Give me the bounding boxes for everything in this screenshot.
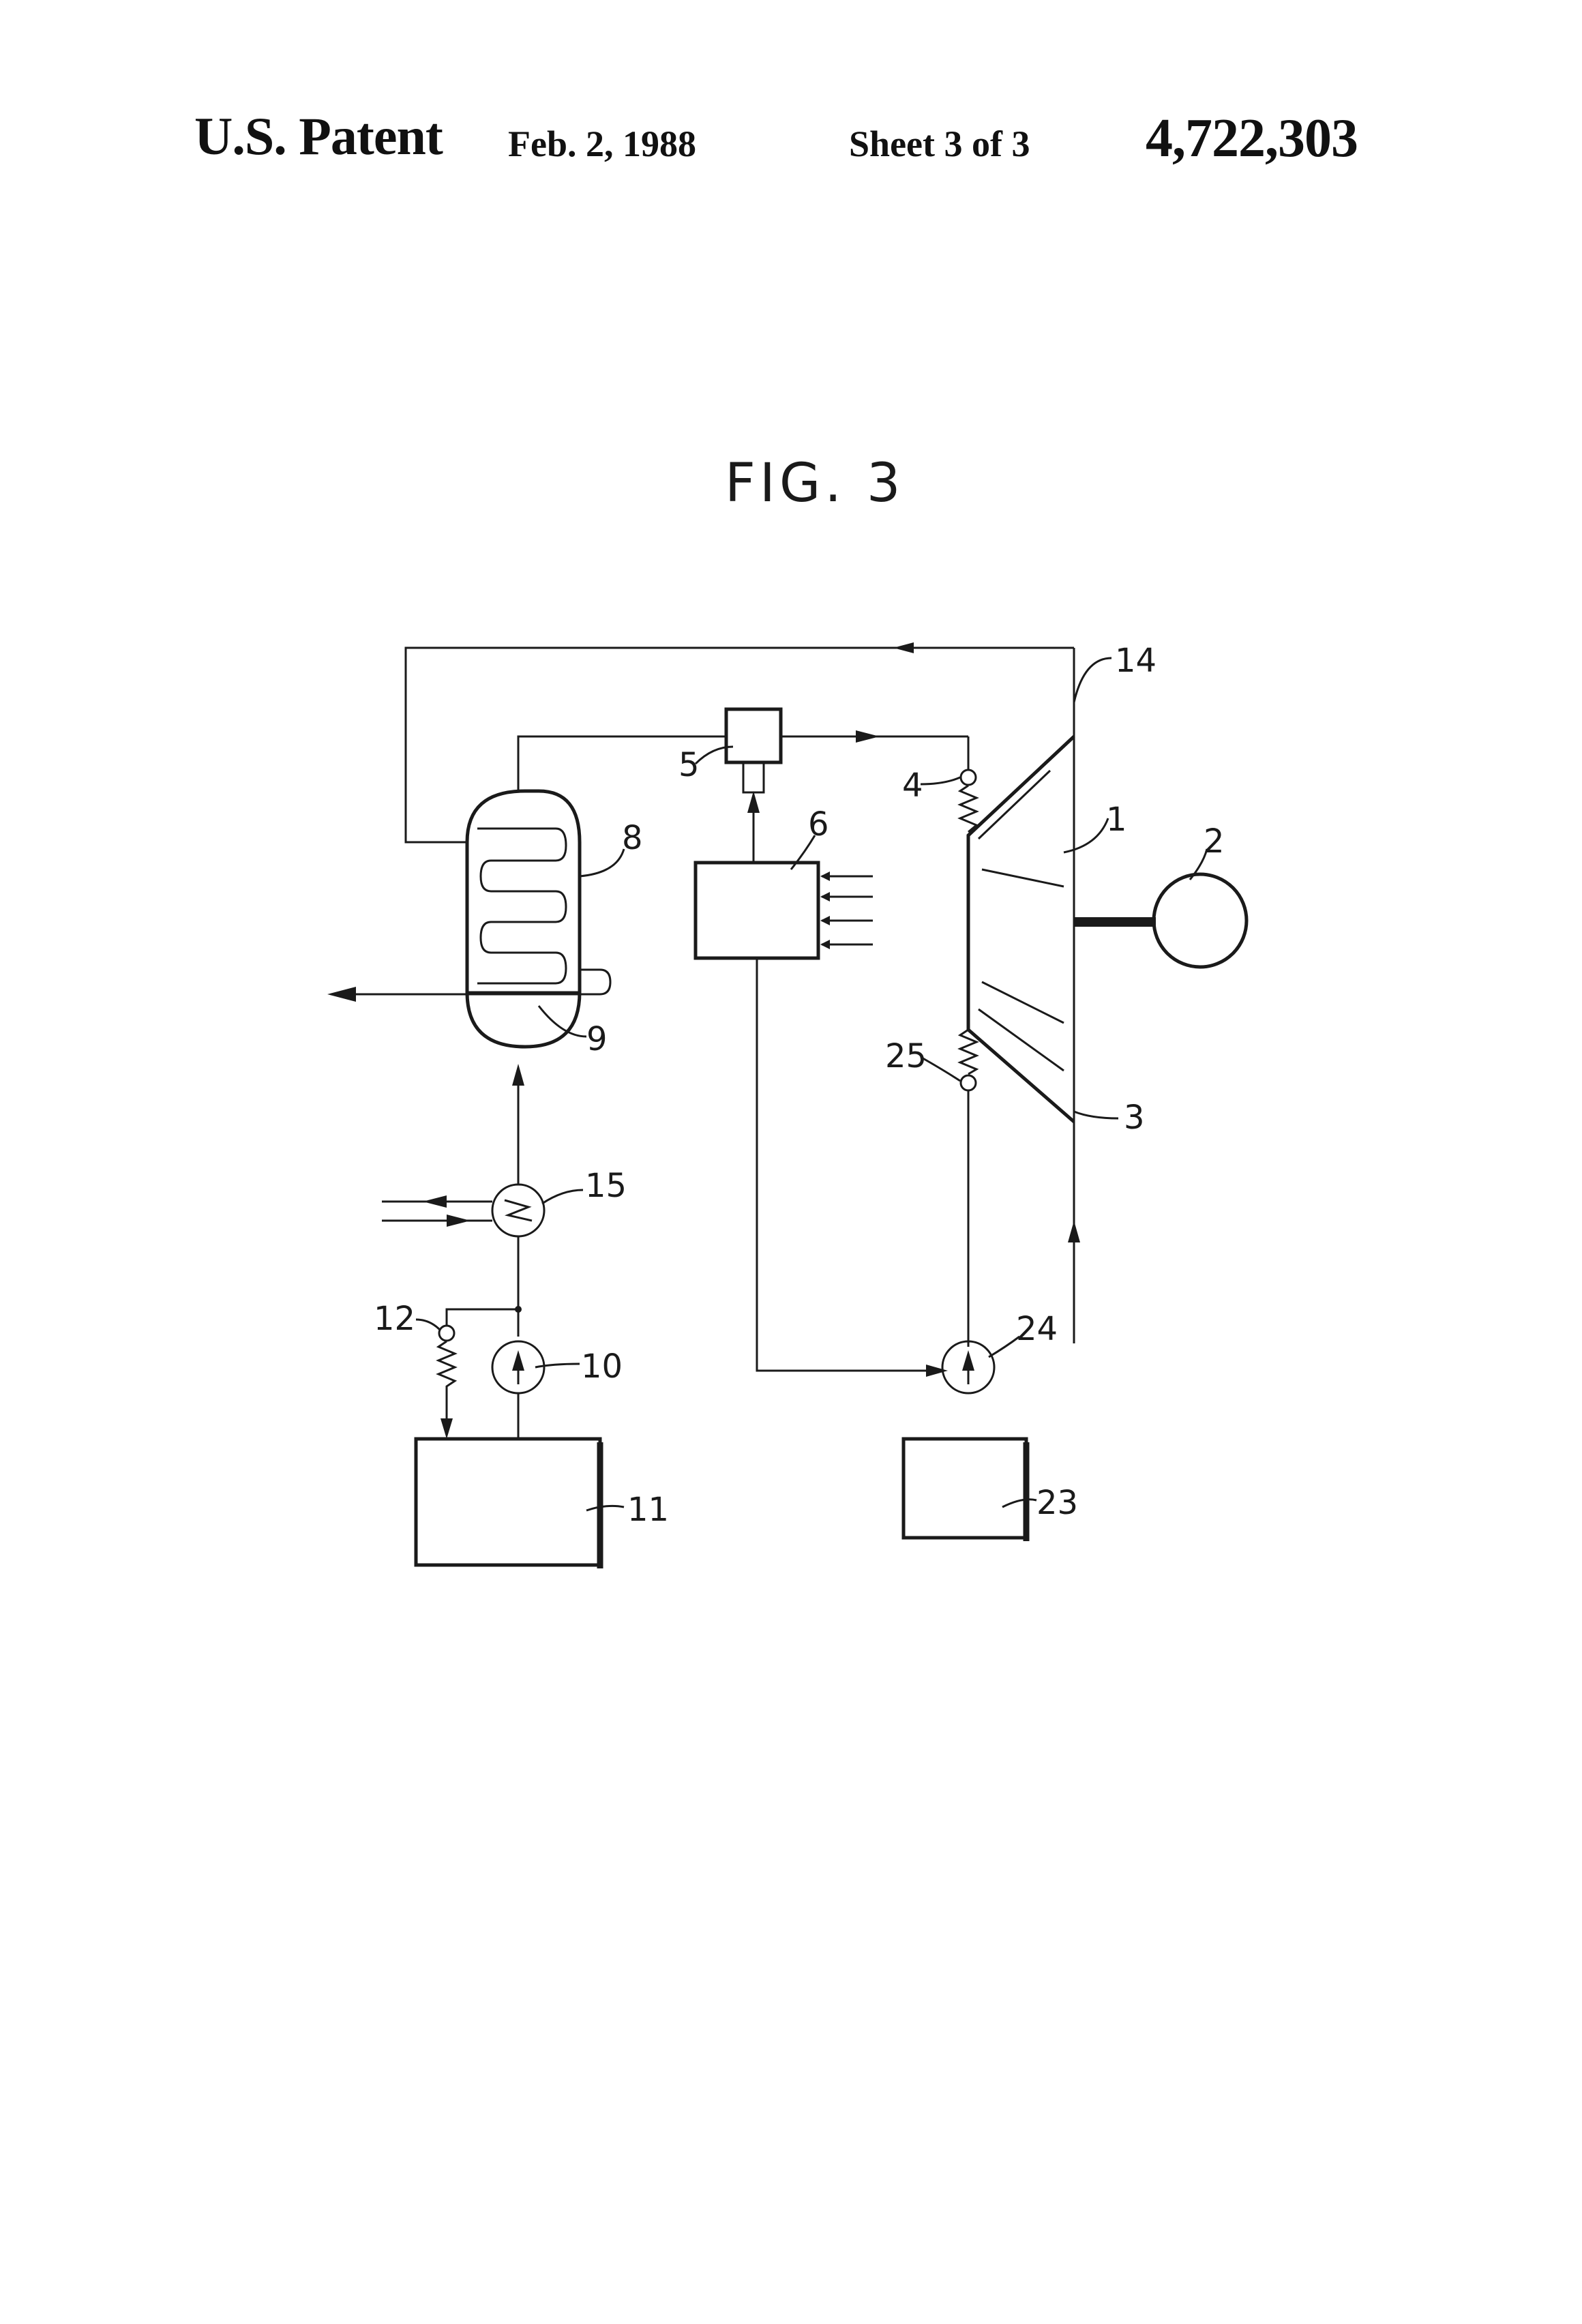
injector-5 xyxy=(726,709,781,762)
leader-12 xyxy=(416,1320,440,1330)
reservoir-23 xyxy=(904,1439,1026,1538)
reservoir-11 xyxy=(416,1439,600,1565)
turbine-1 xyxy=(968,736,1074,1122)
turbine-hatch-4 xyxy=(979,1009,1064,1071)
valve-4-ball xyxy=(961,770,976,785)
relief-arrow-down xyxy=(441,1418,453,1439)
ref-label-12: 12 xyxy=(374,1300,415,1338)
coil-outlet-bend xyxy=(580,970,610,994)
leader-4 xyxy=(921,777,960,784)
ref-label-23: 23 xyxy=(1036,1484,1078,1522)
controller-6 xyxy=(696,863,818,958)
flow-arrow-left xyxy=(893,642,914,653)
ref-label-24: 24 xyxy=(1016,1310,1058,1348)
injector-5-nozzle xyxy=(743,762,764,792)
leader-10 xyxy=(535,1364,580,1367)
figure-title: FIG. 3 xyxy=(725,453,905,514)
ref-label-9: 9 xyxy=(586,1020,608,1058)
inlet-arrow-up xyxy=(1068,1221,1080,1242)
leader-24 xyxy=(989,1337,1019,1357)
ref-label-15: 15 xyxy=(585,1167,627,1205)
valve-12-spring xyxy=(438,1341,455,1422)
outlet-arrow-left xyxy=(327,987,356,1002)
valve-12-ball xyxy=(439,1326,454,1341)
leader-1 xyxy=(1064,818,1108,852)
heat-exchanger-15-coil xyxy=(505,1200,532,1221)
ref-label-11: 11 xyxy=(627,1491,669,1529)
turbine-hatch-3 xyxy=(982,982,1064,1023)
leader-11 xyxy=(586,1506,624,1510)
pump-24-arrow xyxy=(962,1350,974,1371)
ref-label-4: 4 xyxy=(902,766,923,805)
ref-label-1: 1 xyxy=(1106,801,1127,839)
leader-3 xyxy=(1074,1112,1118,1118)
leader-14 xyxy=(1074,658,1111,702)
ref-label-10: 10 xyxy=(581,1347,623,1386)
feed-arrow-up xyxy=(512,1064,524,1086)
turbine-hatch-2 xyxy=(982,869,1064,887)
leader-8 xyxy=(580,849,624,876)
turbine-shaft xyxy=(1074,917,1156,927)
flow-arrow-right xyxy=(856,730,880,743)
generator-2 xyxy=(1154,874,1247,967)
controller-to-pump-24-line xyxy=(757,958,944,1371)
coolant-arrow-right xyxy=(447,1215,471,1227)
coolant-arrow-left xyxy=(423,1195,447,1208)
leader-23 xyxy=(1002,1500,1036,1507)
valve-4-spring xyxy=(960,786,976,832)
ref-label-6: 6 xyxy=(808,805,829,844)
ref-label-2: 2 xyxy=(1204,822,1225,861)
ref-label-3: 3 xyxy=(1124,1099,1145,1137)
pump-10-arrow xyxy=(512,1350,524,1371)
heating-coil xyxy=(477,829,566,983)
ref-label-8: 8 xyxy=(622,819,643,857)
ref-label-5: 5 xyxy=(678,746,700,784)
bypass-line xyxy=(447,1309,518,1326)
leader-15 xyxy=(542,1190,583,1204)
valve-25-ball xyxy=(961,1075,976,1090)
ref-label-25: 25 xyxy=(885,1037,927,1075)
turbine-hatch-1 xyxy=(979,771,1050,839)
ref-label-14: 14 xyxy=(1115,642,1156,680)
signal-arrow-up xyxy=(747,791,760,813)
